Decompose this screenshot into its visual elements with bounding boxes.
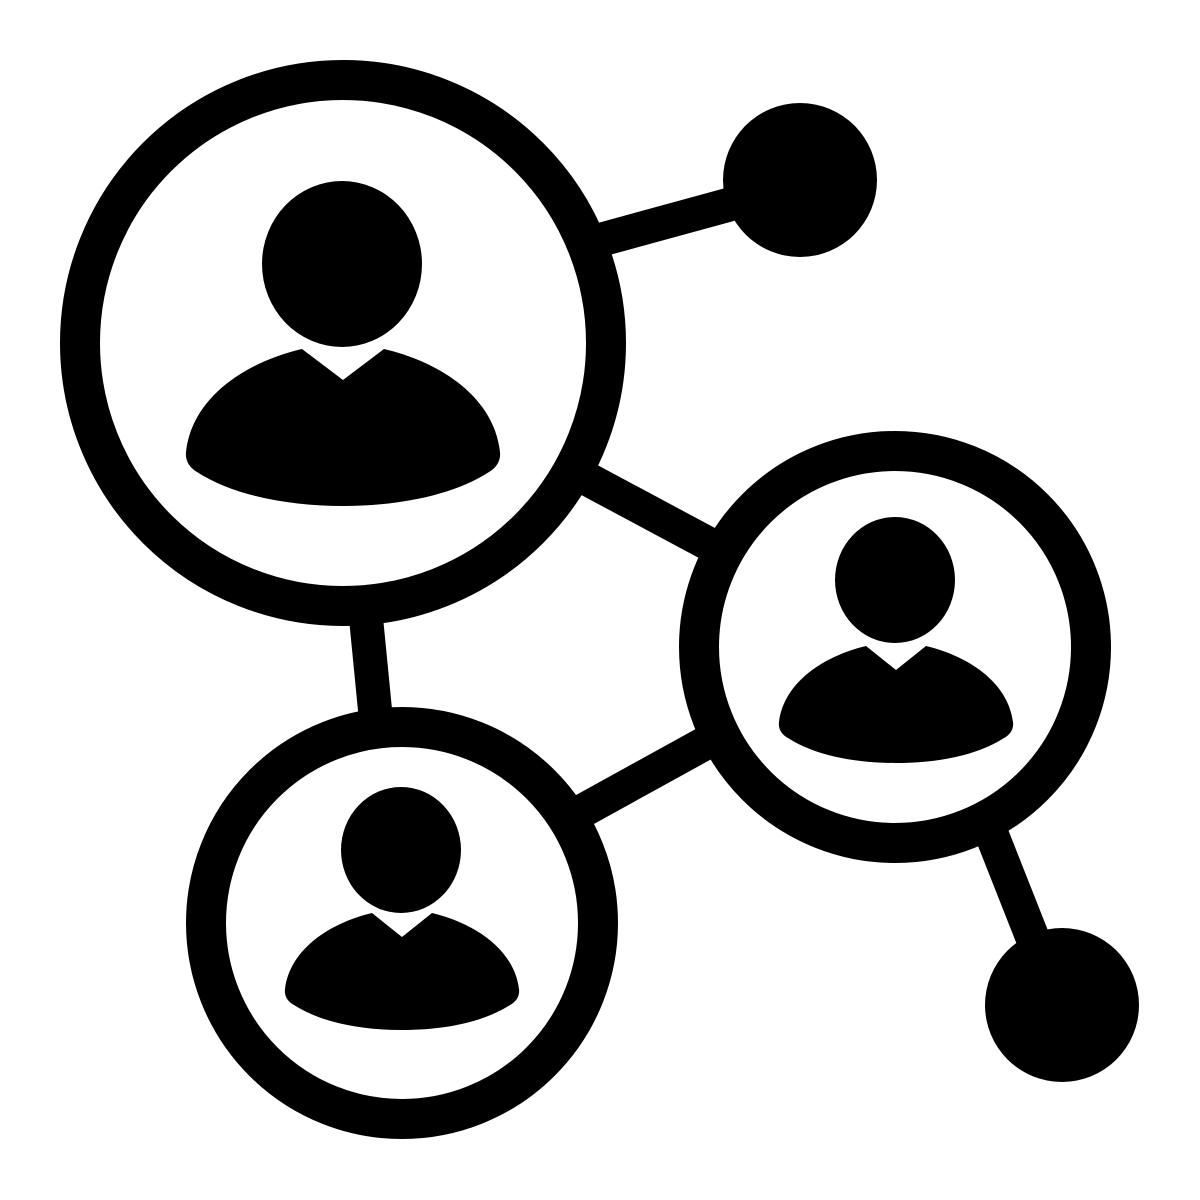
- user-node-bottom-ring: [186, 707, 618, 1139]
- user-shoulders-icon: [778, 646, 1014, 763]
- user-node-large: [60, 60, 626, 626]
- user-head-icon: [262, 181, 422, 347]
- user-silhouette-right: [778, 517, 1014, 763]
- endpoint-dot-top-right: [723, 103, 877, 257]
- endpoint-dot-bottom-right: [985, 928, 1139, 1082]
- user-node-right: [679, 431, 1111, 863]
- user-head-icon: [835, 517, 955, 643]
- user-silhouette-bottom: [284, 787, 520, 1030]
- user-shoulders-icon: [185, 349, 501, 506]
- user-head-icon: [341, 787, 461, 913]
- connector-bottom-to-right-user: [566, 720, 729, 830]
- user-node-bottom: [186, 707, 618, 1139]
- user-silhouette-large: [185, 181, 501, 506]
- user-node-right-ring: [679, 431, 1111, 863]
- connector-large-to-bottom-user: [349, 616, 393, 722]
- connector-large-to-right-user: [571, 460, 729, 565]
- user-shoulders-icon: [284, 913, 520, 1030]
